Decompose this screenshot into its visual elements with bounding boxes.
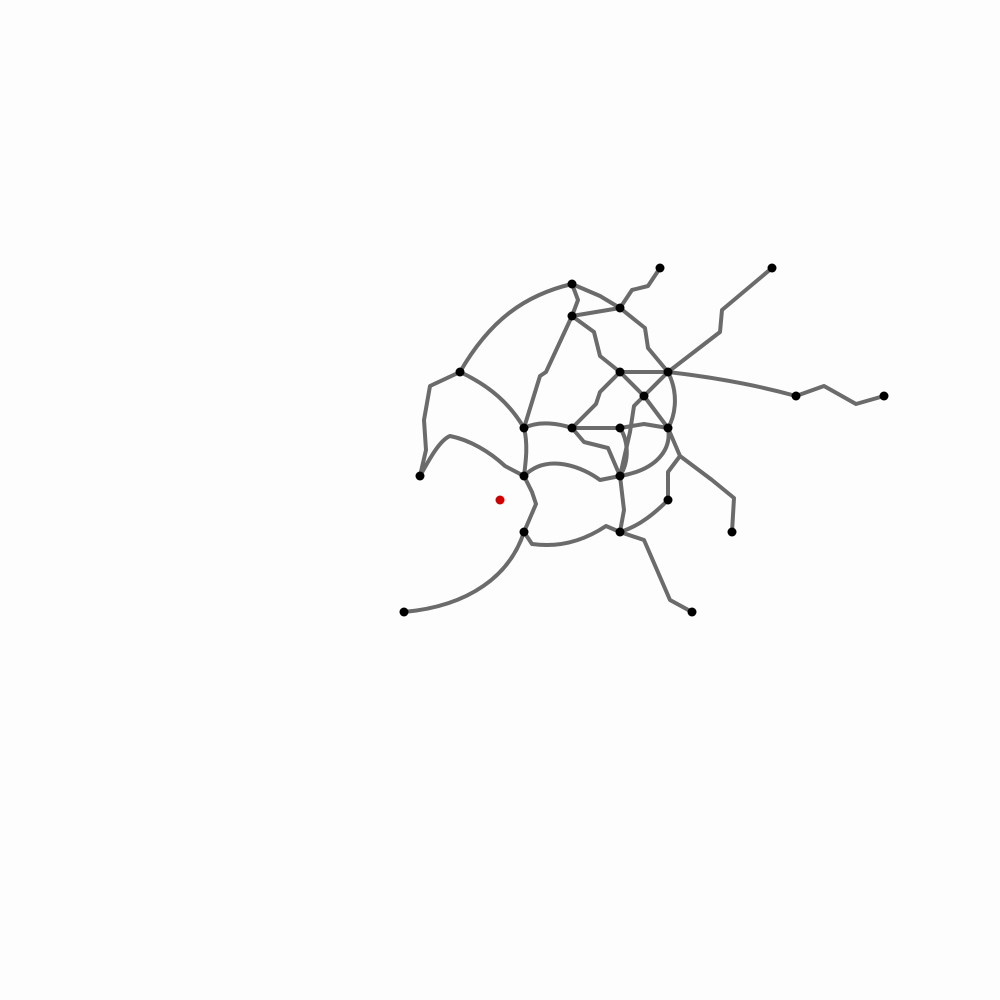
junction-node[interactable]: [615, 367, 625, 377]
road-segment: [458, 370, 526, 430]
junction-node[interactable]: [615, 423, 625, 433]
marker-layer: [495, 495, 505, 505]
junction-node[interactable]: [663, 367, 673, 377]
road-segment: [618, 422, 670, 430]
junction-node[interactable]: [879, 391, 889, 401]
junction-node[interactable]: [655, 263, 665, 273]
road-segment: [666, 426, 682, 502]
road-segment: [678, 454, 736, 534]
road-segment: [570, 282, 580, 318]
road-segment: [402, 530, 526, 614]
road-segment: [458, 282, 574, 374]
road-segment: [570, 306, 622, 318]
road-segment: [618, 426, 671, 478]
junction-node[interactable]: [519, 527, 529, 537]
road-segment: [794, 384, 886, 406]
junction-node[interactable]: [519, 471, 529, 481]
junction-node[interactable]: [767, 263, 777, 273]
road-segment: [522, 524, 622, 547]
road-segment: [570, 426, 622, 478]
junction-node[interactable]: [663, 495, 673, 505]
road-segment: [642, 394, 670, 430]
junction-node[interactable]: [727, 527, 737, 537]
road-segment: [522, 421, 574, 430]
junction-node[interactable]: [567, 311, 577, 321]
road-segment: [522, 426, 529, 478]
road-segment: [618, 370, 646, 398]
junction-node[interactable]: [687, 607, 697, 617]
junction-node[interactable]: [639, 391, 649, 401]
junction-node[interactable]: [455, 367, 465, 377]
junction-node[interactable]: [567, 279, 577, 289]
road-segment: [618, 474, 626, 534]
road-segment: [570, 370, 622, 430]
road-segment: [522, 314, 574, 430]
junction-node[interactable]: [519, 423, 529, 433]
road-segment: [642, 370, 670, 398]
junction-node[interactable]: [615, 527, 625, 537]
junction-node[interactable]: [791, 391, 801, 401]
junction-node[interactable]: [399, 607, 409, 617]
road-segment: [618, 306, 670, 374]
junction-node[interactable]: [615, 303, 625, 313]
road-segment: [666, 266, 774, 374]
road-segment: [418, 434, 526, 478]
current-position-marker: [495, 495, 505, 505]
road-segment: [418, 370, 462, 478]
road-segment: [666, 370, 798, 398]
road-segment: [522, 474, 538, 534]
road-segment: [522, 461, 622, 482]
junction-node[interactable]: [615, 471, 625, 481]
junction-node[interactable]: [415, 471, 425, 481]
road-segment: [618, 498, 670, 534]
road-segment: [618, 530, 694, 614]
junction-node[interactable]: [663, 423, 673, 433]
junction-node[interactable]: [567, 423, 577, 433]
road-segment: [666, 370, 677, 430]
roads-layer: [402, 266, 886, 614]
road-segment: [618, 266, 662, 310]
nodes-layer: [399, 263, 889, 617]
road-segment: [570, 282, 622, 310]
road-segment: [570, 314, 622, 374]
